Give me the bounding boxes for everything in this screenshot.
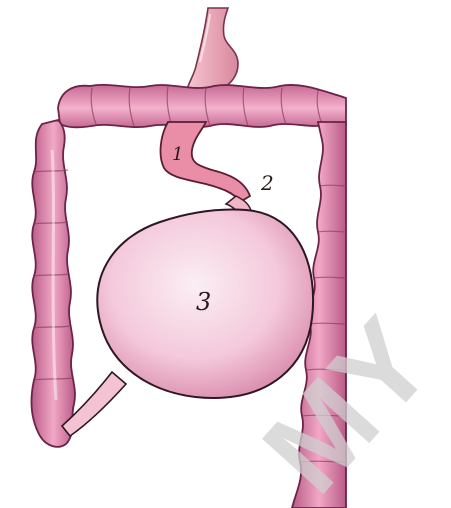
label-1: 1 <box>172 144 183 165</box>
transverse-colon <box>58 85 346 127</box>
label-3: 3 <box>196 288 211 316</box>
ascending-colon <box>32 120 75 447</box>
label-2: 2 <box>260 171 274 195</box>
